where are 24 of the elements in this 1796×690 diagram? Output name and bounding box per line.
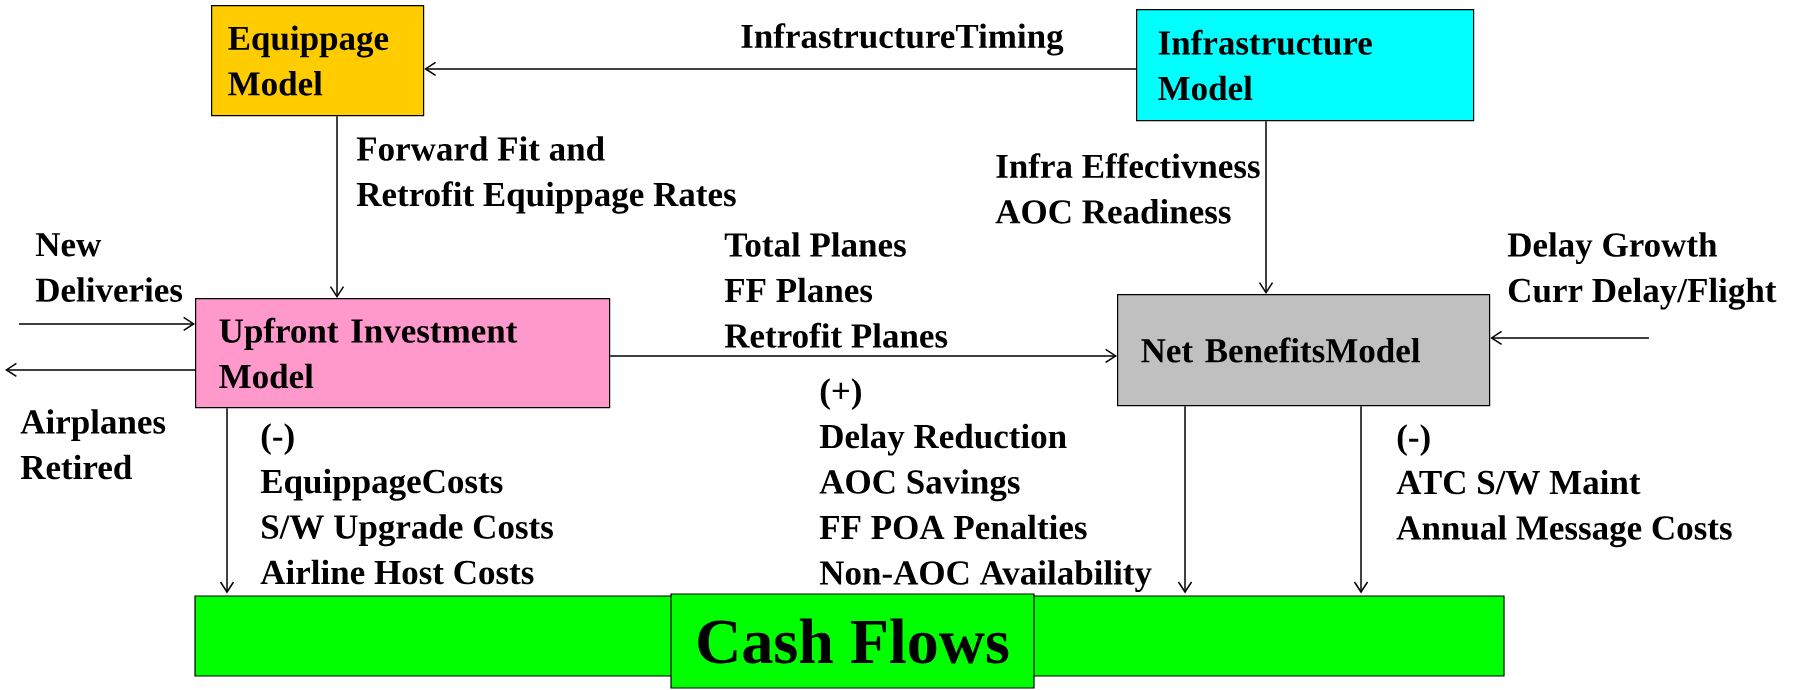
arrow bbox=[5, 362, 196, 378]
arrow bbox=[18, 316, 195, 332]
arrow bbox=[1353, 405, 1369, 594]
edge-label: Forward Fit and Retrofit Equippage Rates bbox=[356, 136, 736, 214]
model-box: Equippage Model bbox=[211, 5, 425, 117]
model-box: Upfront Investment Model bbox=[195, 298, 611, 409]
model-box: Infrastructure Model bbox=[1136, 9, 1475, 122]
edge-label: Airplanes Retired bbox=[20, 409, 166, 480]
edge-label: (-) ATC S/W Maint Annual Message Costs bbox=[1396, 424, 1732, 548]
arrow bbox=[219, 407, 235, 594]
edge-label: (-) EquippageCosts S/W Upgrade Costs Airline Host Costs bbox=[260, 423, 553, 585]
arrow bbox=[609, 348, 1117, 364]
edge-label: InfrastructureTiming bbox=[741, 23, 1064, 56]
edge-label: Delay Growth Curr Delay/Flight bbox=[1507, 232, 1777, 310]
arrow bbox=[1177, 405, 1193, 594]
edge-label: Total Planes FF Planes Retrofit Planes bbox=[724, 232, 948, 348]
arrow bbox=[329, 115, 345, 298]
arrow bbox=[1490, 330, 1650, 346]
model-box: Net BenefitsModel bbox=[1117, 294, 1491, 407]
edge-label: Infra Effectivness AOC Readiness bbox=[995, 153, 1260, 224]
edge-label: New Deliveries bbox=[35, 233, 183, 302]
cash-flows-bar: Cash Flows bbox=[194, 593, 1505, 689]
arrow bbox=[424, 61, 1137, 77]
arrow bbox=[1258, 120, 1274, 294]
